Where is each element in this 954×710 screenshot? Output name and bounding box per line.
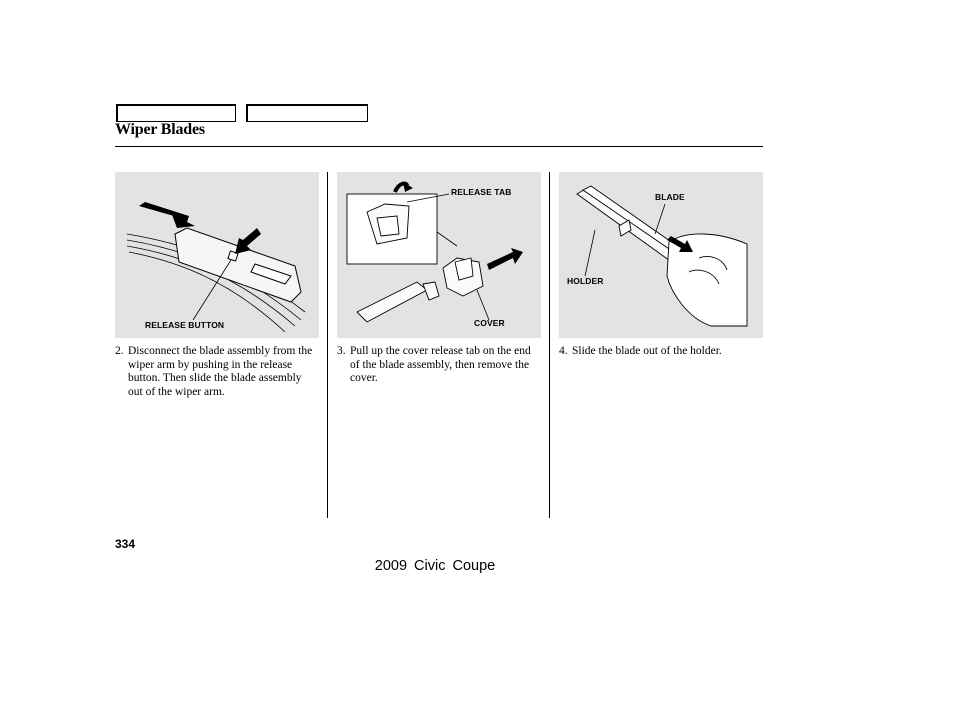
- column-divider-2: [549, 172, 550, 518]
- step-number: 3.: [337, 345, 346, 357]
- section-title: Wiper Blades: [115, 121, 205, 138]
- arrow-right-icon: [487, 248, 523, 270]
- header-tab-box-right: [246, 104, 368, 122]
- callout-blade: BLADE: [655, 192, 685, 202]
- wiper-arm-illustration: [126, 202, 306, 333]
- column-divider-1: [327, 172, 328, 518]
- blade-holder-illustration: [576, 185, 748, 327]
- callout-cover: COVER: [474, 318, 505, 328]
- figure-release-button: RELEASE BUTTON: [115, 172, 319, 338]
- callout-holder: HOLDER: [567, 276, 604, 286]
- step-3: 3. Pull up the cover release tab on the …: [337, 345, 533, 386]
- arrow-press-icon: [235, 228, 261, 254]
- blade-cover-illustration: [346, 181, 523, 323]
- callout-release-tab: RELEASE TAB: [451, 187, 512, 197]
- callout-release-button: RELEASE BUTTON: [145, 320, 225, 330]
- step-2: 2. Disconnect the blade assembly from th…: [115, 345, 319, 399]
- arrow-slide-icon: [667, 236, 693, 252]
- step-4: 4. Slide the blade out of the holder.: [559, 345, 763, 359]
- footer-model: 2009 Civic Coupe: [374, 558, 496, 574]
- figure-release-tab-cover: RELEASE TAB COVER: [337, 172, 541, 338]
- header-tab-box-left: [116, 104, 236, 122]
- step-number: 4.: [559, 345, 568, 357]
- step-number: 2.: [115, 345, 124, 357]
- step-text: Pull up the cover release tab on the end…: [350, 345, 531, 384]
- page-number: 334: [115, 537, 136, 551]
- step-text: Disconnect the blade assembly from the w…: [128, 345, 313, 398]
- step-text: Slide the blade out of the holder.: [572, 345, 722, 357]
- arrow-left-icon: [139, 202, 195, 228]
- figure-blade-holder: BLADE HOLDER: [559, 172, 763, 338]
- arrow-up-icon: [403, 182, 413, 192]
- title-rule: [115, 146, 763, 147]
